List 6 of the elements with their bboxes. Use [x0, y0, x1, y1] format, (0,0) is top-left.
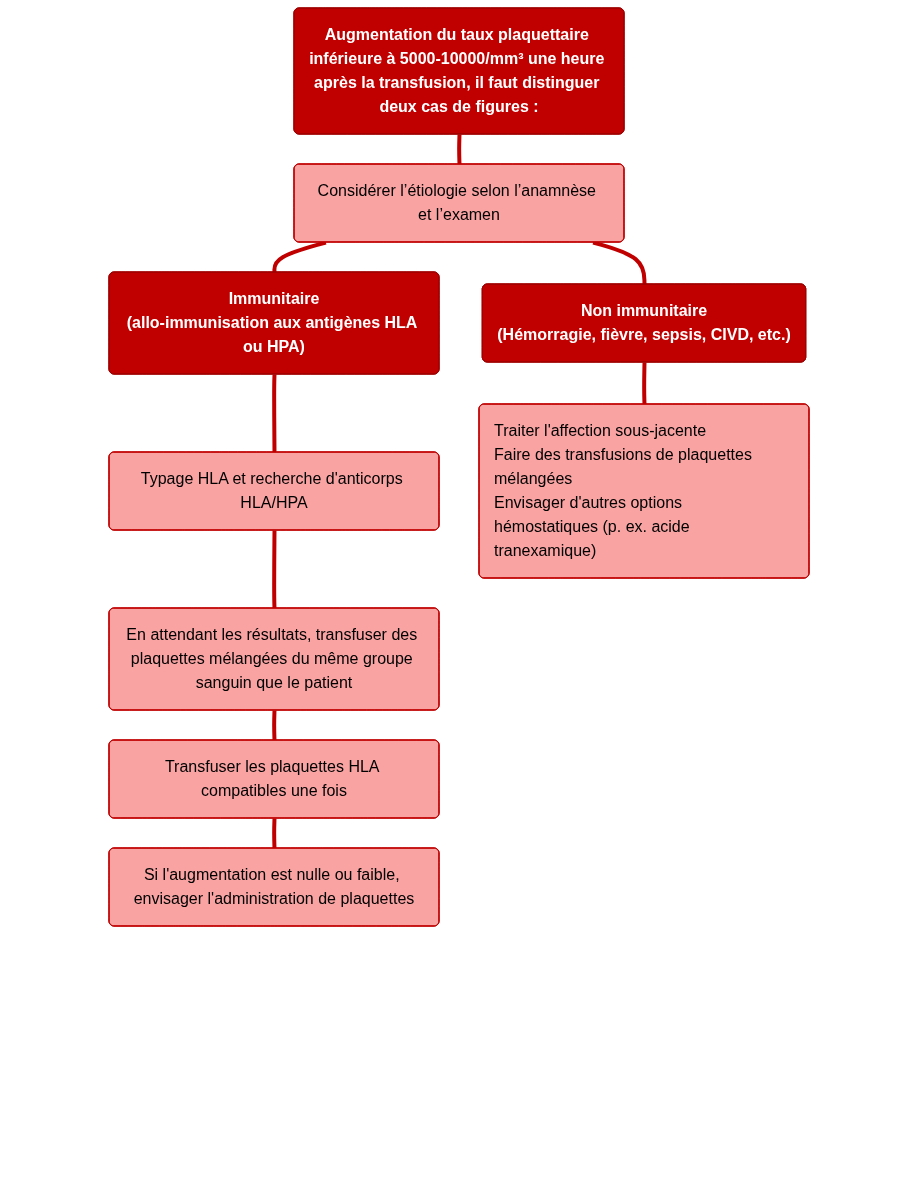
connector — [272, 710, 277, 741]
connector — [272, 530, 277, 609]
connector — [272, 374, 277, 453]
connector — [457, 134, 462, 165]
connector — [272, 818, 277, 849]
connector — [642, 362, 647, 405]
